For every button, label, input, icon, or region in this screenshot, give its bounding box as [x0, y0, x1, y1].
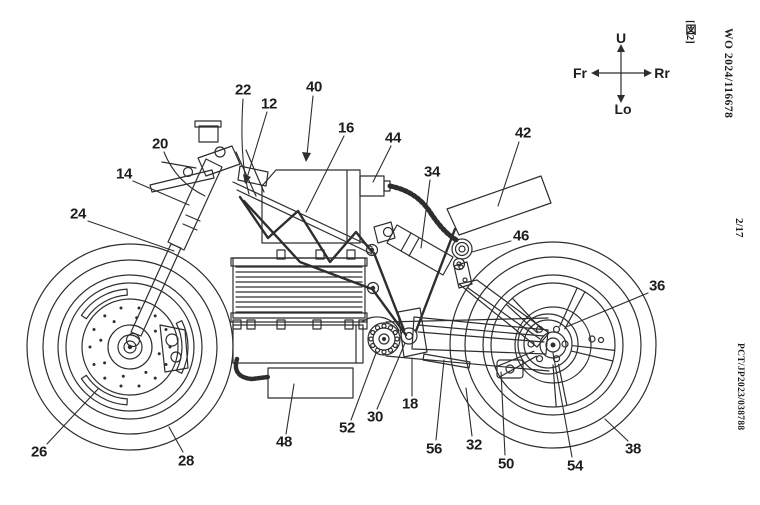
part-label-14: 14 [115, 165, 133, 183]
part-label-26: 26 [30, 443, 48, 461]
rear-sprocket [517, 313, 579, 375]
leader-40 [306, 95, 314, 156]
compass-down-label: Lo [614, 101, 632, 117]
application-number: PCT/JP2023/038788 [735, 343, 745, 431]
part-label-38: 38 [624, 440, 642, 458]
fork-crown [197, 145, 241, 177]
steering-damper [237, 165, 269, 187]
part-label-32: 32 [465, 436, 483, 454]
front-fork [125, 120, 269, 348]
compass-up-label: U [615, 30, 627, 46]
part-label-54: 54 [566, 457, 584, 475]
lower-battery-box [232, 324, 364, 399]
leader-54 [552, 352, 573, 458]
leader-32 [465, 387, 473, 437]
part-label-34: 34 [423, 163, 441, 181]
shock-adjuster [451, 238, 473, 271]
leader-28 [168, 426, 184, 453]
connector [359, 175, 385, 197]
leader-30 [376, 342, 406, 410]
part-label-44: 44 [384, 129, 402, 147]
shock-link [453, 261, 473, 289]
power-cable [387, 183, 461, 244]
leader-12-arrow [243, 174, 251, 184]
part-label-40: 40 [305, 78, 323, 96]
battery-box [261, 169, 461, 244]
compass-rear-label: Rr [654, 65, 670, 81]
part-label-56: 56 [425, 440, 443, 458]
part-label-46: 46 [512, 227, 530, 245]
pivot-plate [397, 307, 428, 358]
part-label-24: 24 [69, 205, 87, 223]
swingarm [385, 279, 550, 372]
motor-sprocket [361, 316, 401, 356]
leader-40-arrow [302, 152, 311, 162]
sheet-page-indicator: 2/17 [733, 218, 745, 238]
leader-lines [46, 95, 649, 458]
part-label-30: 30 [366, 408, 384, 426]
part-label-52: 52 [338, 419, 356, 437]
leader-42 [497, 141, 520, 207]
leader-36 [565, 292, 649, 328]
leader-46 [471, 240, 512, 253]
chain-top-run [385, 317, 549, 323]
trellis-frame [232, 181, 408, 337]
leader-14 [132, 180, 190, 206]
swingarm-pivot [400, 327, 418, 345]
radiator-fins [230, 249, 368, 330]
part-label-36: 36 [648, 277, 666, 295]
controller-box [267, 367, 354, 399]
leader-20 [163, 151, 206, 197]
rear-wheel [449, 241, 657, 449]
leader-24 [87, 220, 175, 252]
chain-guard [422, 353, 471, 369]
rear-shock [373, 221, 473, 289]
front-wheel [26, 243, 234, 451]
part-label-12: 12 [260, 95, 278, 113]
rear-hub [539, 331, 605, 359]
part-label-16: 16 [337, 119, 355, 137]
front-brake-caliper [159, 324, 189, 373]
leader-38 [604, 418, 629, 442]
subframe-strut [414, 227, 457, 333]
seat-tail [414, 175, 552, 333]
part-label-22: 22 [234, 81, 252, 99]
leader-56 [435, 359, 445, 441]
leader-52 [350, 352, 377, 421]
part-label-48: 48 [275, 433, 293, 451]
coolant-hose [233, 356, 271, 382]
orientation-compass [591, 44, 652, 103]
front-hub [117, 334, 143, 360]
leader-44 [372, 145, 392, 183]
part-label-28: 28 [177, 452, 195, 470]
leader-26 [46, 388, 99, 445]
steering-nut [214, 146, 226, 158]
leader-34 [420, 179, 431, 249]
rear-brake-disc [514, 306, 592, 384]
leader-50 [500, 371, 506, 456]
front-brake-disc [81, 298, 179, 396]
leader-12 [246, 111, 268, 179]
leader-22 [241, 98, 250, 195]
part-label-42: 42 [514, 124, 532, 142]
handlebar [149, 161, 215, 193]
chain-bottom-run [385, 355, 550, 372]
leader-48 [285, 383, 295, 435]
leader-16 [305, 135, 345, 213]
publication-number: WO 2024/116678 [722, 28, 734, 119]
part-label-20: 20 [151, 135, 169, 153]
front-rim-slots [80, 288, 189, 406]
part-label-50: 50 [497, 455, 515, 473]
master-cylinder [194, 120, 222, 143]
figure-caption: [図2] [684, 20, 696, 44]
compass-front-label: Fr [573, 65, 587, 81]
part-label-18: 18 [401, 395, 419, 413]
